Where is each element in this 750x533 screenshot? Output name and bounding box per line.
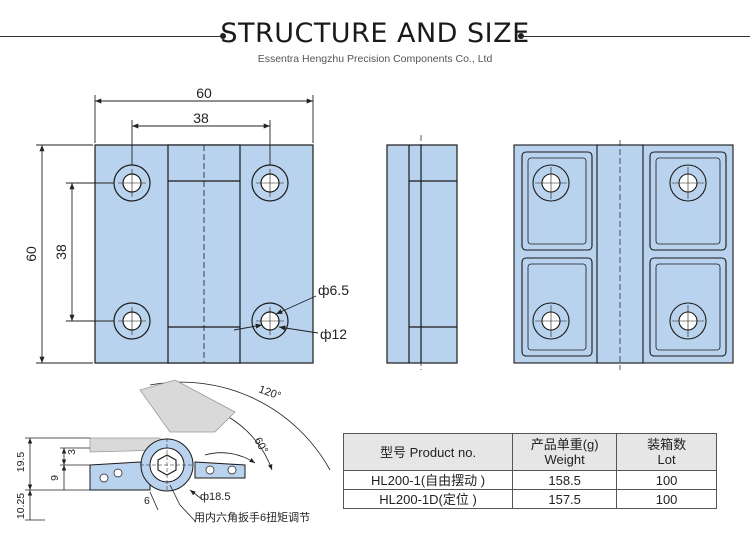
- header-weight-cn: 产品单重(g): [530, 437, 599, 452]
- header-weight: 产品单重(g) Weight: [512, 433, 618, 471]
- page-subtitle: Essentra Hengzhu Precision Components Co…: [257, 53, 493, 65]
- rotation-dimensions: [25, 437, 204, 523]
- side-hinge-body: [386, 144, 458, 364]
- back-view: [513, 140, 734, 370]
- dim-hole-diameter-12: ф12: [320, 326, 347, 342]
- header-rule-right: [522, 36, 750, 37]
- table-row: HL200-1D(定位 ) 157.5 100: [342, 489, 717, 509]
- back-boss-bottom-right: [669, 302, 707, 340]
- dim-9: 9: [49, 475, 61, 481]
- front-hole-top-left: [113, 164, 151, 202]
- dim-hole-diameter-6-5: ф6.5: [318, 282, 349, 298]
- header-dot-left: [220, 33, 226, 39]
- back-boss-bottom-left: [532, 302, 570, 340]
- header-lot: 装箱数 Lot: [616, 433, 717, 471]
- front-hole-bottom-right: [251, 302, 289, 340]
- dim-3: 3: [66, 449, 78, 455]
- header-product-no: 型号 Product no.: [342, 433, 514, 471]
- adjustment-note: 用内六角扳手6扭矩调节: [194, 510, 310, 524]
- header-dot-right: [518, 33, 524, 39]
- side-view: [386, 135, 458, 370]
- cell-product-no: HL200-1D(定位 ): [342, 489, 514, 509]
- front-hole-bottom-left: [113, 302, 151, 340]
- header-weight-en: Weight: [544, 452, 585, 467]
- front-hole-top-right: [251, 164, 289, 202]
- dim-hole-spacing-x-38: 38: [193, 110, 209, 126]
- rotation-view: [89, 379, 331, 492]
- rotation-leaf-right: [194, 461, 246, 479]
- dim-19-5: 19.5: [15, 452, 27, 473]
- dim-10-25: 10.25: [15, 493, 27, 519]
- cell-product-no: HL200-1(自由摆动 ): [342, 470, 514, 490]
- front-dimensions: [36, 95, 319, 364]
- back-boss-top-right: [669, 164, 707, 202]
- header-rule-left: [0, 36, 223, 37]
- table-row: HL200-1(自由摆动 ) 158.5 100: [342, 470, 717, 490]
- front-view: [94, 144, 314, 364]
- spec-table-header-row: 型号 Product no. 产品单重(g) Weight 装箱数 Lot: [342, 433, 717, 471]
- header-lot-cn: 装箱数: [647, 437, 687, 452]
- dim-height-60: 60: [23, 246, 39, 262]
- angle-120: 120°: [257, 384, 282, 403]
- page-title: STRUCTURE AND SIZE: [220, 18, 530, 49]
- dim-hole-spacing-y-38: 38: [53, 244, 69, 260]
- header-lot-en: Lot: [657, 452, 676, 467]
- cell-weight: 158.5: [512, 470, 618, 490]
- header-product-no-label: 型号 Product no.: [380, 444, 477, 460]
- spec-table: 型号 Product no. 产品单重(g) Weight 装箱数 Lot HL…: [342, 433, 717, 509]
- dim-6: 6: [144, 495, 150, 507]
- cell-lot: 100: [616, 489, 717, 509]
- dim-width-60: 60: [196, 85, 212, 101]
- header: STRUCTURE AND SIZE Essentra Hengzhu Prec…: [0, 0, 750, 70]
- dim-pin-18-5: ф18.5: [200, 491, 230, 503]
- cell-lot: 100: [616, 470, 717, 490]
- back-boss-top-left: [532, 164, 570, 202]
- cell-weight: 157.5: [512, 489, 618, 509]
